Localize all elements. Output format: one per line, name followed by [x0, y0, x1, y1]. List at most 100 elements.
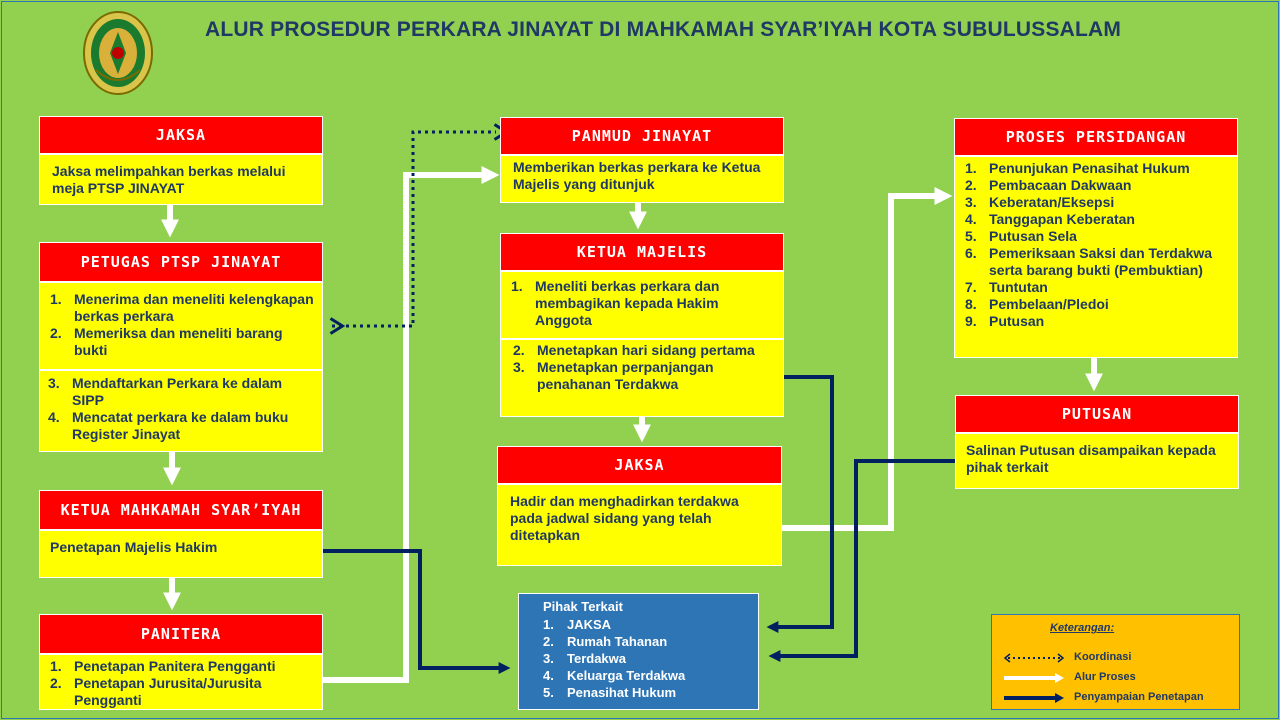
- list-item: 2.Menetapkan hari sidang pertama: [513, 342, 775, 359]
- ketua-majelis-header: KETUA MAJELIS: [500, 233, 784, 271]
- ketua-ms-header: KETUA MAHKAMAH SYAR’IYAH: [39, 490, 323, 530]
- list-item-text: Mencatat perkara ke dalam buku Register …: [72, 409, 289, 442]
- list-item: 2. Penetapan Jurusita/Jurusita Pengganti: [50, 675, 314, 709]
- list-item-text: Tanggapan Keberatan: [989, 211, 1135, 227]
- pihak-title: Pihak Terkait: [543, 599, 623, 614]
- legend-box: Keterangan: Koordinasi Alur Proses Penya…: [991, 614, 1240, 710]
- list-item-number: 2.: [50, 675, 62, 691]
- list-item: 1. JAKSA: [543, 616, 748, 633]
- legend-penyampaian: Penyampaian Penetapan: [1002, 691, 1232, 705]
- list-item: 4. Mencatat perkara ke dalam buku Registe…: [48, 409, 314, 443]
- arrow-penyampaian-putusan-to-pihak: [768, 459, 955, 662]
- list-item-number: 5.: [965, 228, 977, 244]
- list-item-text: Penetapan Panitera Pengganti: [74, 658, 276, 674]
- list-item-number: 4.: [543, 668, 554, 683]
- list-item-number: 4.: [965, 211, 977, 227]
- court-logo: [83, 11, 153, 95]
- list-item-text: Tuntutan: [989, 279, 1048, 295]
- list-item-text: Penasihat Hukum: [567, 685, 677, 700]
- list-item: 7.Tuntutan: [965, 279, 1229, 296]
- list-item: 1. Menerima dan meneliti kelengkapan berk…: [50, 291, 314, 325]
- list-item-number: 3.: [513, 359, 525, 375]
- panmud-body: Memberikan berkas perkara ke Ketua Majel…: [500, 155, 784, 203]
- list-item-text: Mendaftarkan Perkara ke dalam SIPP: [72, 375, 283, 408]
- list-item: 1. Penetapan Panitera Pengganti: [50, 658, 314, 675]
- list-item-text: Keluarga Terdakwa: [567, 668, 686, 683]
- arrow-panitera-to-panmud: [323, 166, 500, 683]
- ketua-majelis-list-a: 1. Meneliti berkas perkara dan membagikan…: [511, 278, 775, 329]
- list-item: 4. Tanggapan Keberatan: [965, 211, 1229, 228]
- legend-koordinasi-label: Koordinasi: [1074, 651, 1132, 663]
- list-item-number: 1.: [50, 291, 62, 307]
- putusan-body: Salinan Putusan disampaikan kepada pihak…: [955, 433, 1239, 489]
- list-item: 8.Pembelaan/Pledoi: [965, 296, 1229, 313]
- ptsp-list-a: 1. Menerima dan meneliti kelengkapan berk…: [50, 291, 314, 359]
- ketua-ms-body: Penetapan Majelis Hakim: [39, 530, 323, 578]
- list-item-number: 9.: [965, 313, 977, 329]
- list-item: 9. Putusan: [965, 313, 1229, 330]
- arrow-jaksa2-to-persidangan: [782, 187, 953, 531]
- list-item-text: Pemeriksaan Saksi dan Terdakwa serta bar…: [989, 245, 1213, 278]
- list-item-text: Putusan Sela: [989, 228, 1077, 244]
- jaksa2-body: Hadir dan menghadirkan terdakwa pada jad…: [497, 484, 782, 566]
- list-item-text: Putusan: [989, 313, 1045, 329]
- list-item-text: Menetapkan perpanjangan penahanan Terdak…: [537, 359, 714, 392]
- list-item: 3. Keberatan/Eksepsi: [965, 194, 1229, 211]
- arrow-penetapan-ketua-ms-to-pihak: [323, 549, 511, 674]
- list-item: 1. Meneliti berkas perkara dan membagikan…: [511, 278, 775, 329]
- list-item-text: Meneliti berkas perkara dan membagikan k…: [535, 278, 720, 328]
- ptsp-header: PETUGAS PTSP JINAYAT: [39, 242, 323, 282]
- list-item: 5. Putusan Sela: [965, 228, 1229, 245]
- list-item-number: 3.: [543, 651, 554, 666]
- list-item: 2.Memeriksa dan meneliti barang bukti: [50, 325, 314, 359]
- list-item-text: Keberatan/Eksepsi: [989, 194, 1115, 210]
- list-item-text: Menerima dan meneliti kelengkapan berkas…: [74, 291, 314, 324]
- panitera-header: PANITERA: [39, 614, 323, 654]
- list-item-number: 1.: [50, 658, 62, 674]
- list-item: 5.Penasihat Hukum: [543, 684, 748, 701]
- arrow-penetapan-ketua-majelis-to-pihak: [766, 375, 834, 633]
- list-item-text: Pembelaan/Pledoi: [989, 296, 1109, 312]
- page-title: ALUR PROSEDUR PERKARA JINAYAT DI MAHKAMA…: [205, 18, 1122, 41]
- jaksa2-header: JAKSA: [497, 446, 782, 484]
- list-item-text: JAKSA: [567, 617, 612, 632]
- legend-alur-label: Alur Proses: [1074, 671, 1136, 683]
- panitera-list: 1. Penetapan Panitera Pengganti 2. Penetapa…: [50, 658, 314, 709]
- list-item: 3.Terdakwa: [543, 650, 748, 667]
- white-arrow-icon: [1004, 673, 1064, 683]
- list-item: 2.Rumah Tahanan: [543, 633, 748, 650]
- list-item-number: 4.: [48, 409, 60, 425]
- legend-koordinasi: Koordinasi: [1002, 651, 1232, 665]
- legend-penyampaian-label: Penyampaian Penetapan: [1074, 691, 1204, 703]
- list-item-number: 2.: [543, 634, 554, 649]
- jaksa-body: Jaksa melimpahkan berkas melalui meja PT…: [39, 154, 323, 205]
- list-item-number: 2.: [965, 177, 977, 193]
- ptsp-body-a: 1. Menerima dan meneliti kelengkapan berk…: [39, 282, 323, 370]
- list-item-number: 3.: [48, 375, 60, 391]
- list-item-text: Penunjukan Penasihat Hukum: [989, 160, 1190, 176]
- list-item: 6.Pemeriksaan Saksi dan Terdakwa serta b…: [965, 245, 1229, 279]
- panmud-header: PANMUD JINAYAT: [500, 117, 784, 155]
- persidangan-header: PROSES PERSIDANGAN: [954, 118, 1238, 156]
- list-item-number: 1.: [511, 278, 523, 294]
- ketua-majelis-body-a: 1. Meneliti berkas perkara dan membagikan…: [500, 271, 784, 339]
- list-item-number: 2.: [513, 342, 525, 358]
- jaksa-header: JAKSA: [39, 116, 323, 154]
- list-item: 3. Menetapkan perpanjangan penahanan Terd…: [513, 359, 775, 393]
- list-item: 1.Penunjukan Penasihat Hukum: [965, 160, 1229, 177]
- list-item-text: Penetapan Jurusita/Jurusita Pengganti: [74, 675, 262, 708]
- legend-alur: Alur Proses: [1002, 671, 1232, 685]
- list-item: 4. Keluarga Terdakwa: [543, 667, 748, 684]
- panitera-body: 1. Penetapan Panitera Pengganti 2. Penetapa…: [39, 654, 323, 710]
- list-item-text: Memeriksa dan meneliti barang bukti: [74, 325, 283, 358]
- list-item-number: 3.: [965, 194, 977, 210]
- ptsp-body-b: 3. Mendaftarkan Perkara ke dalam SIPP 4. Me…: [39, 370, 323, 452]
- list-item-number: 1.: [543, 617, 554, 632]
- arrow-koordinasi-ptsp-panmud: [329, 123, 510, 335]
